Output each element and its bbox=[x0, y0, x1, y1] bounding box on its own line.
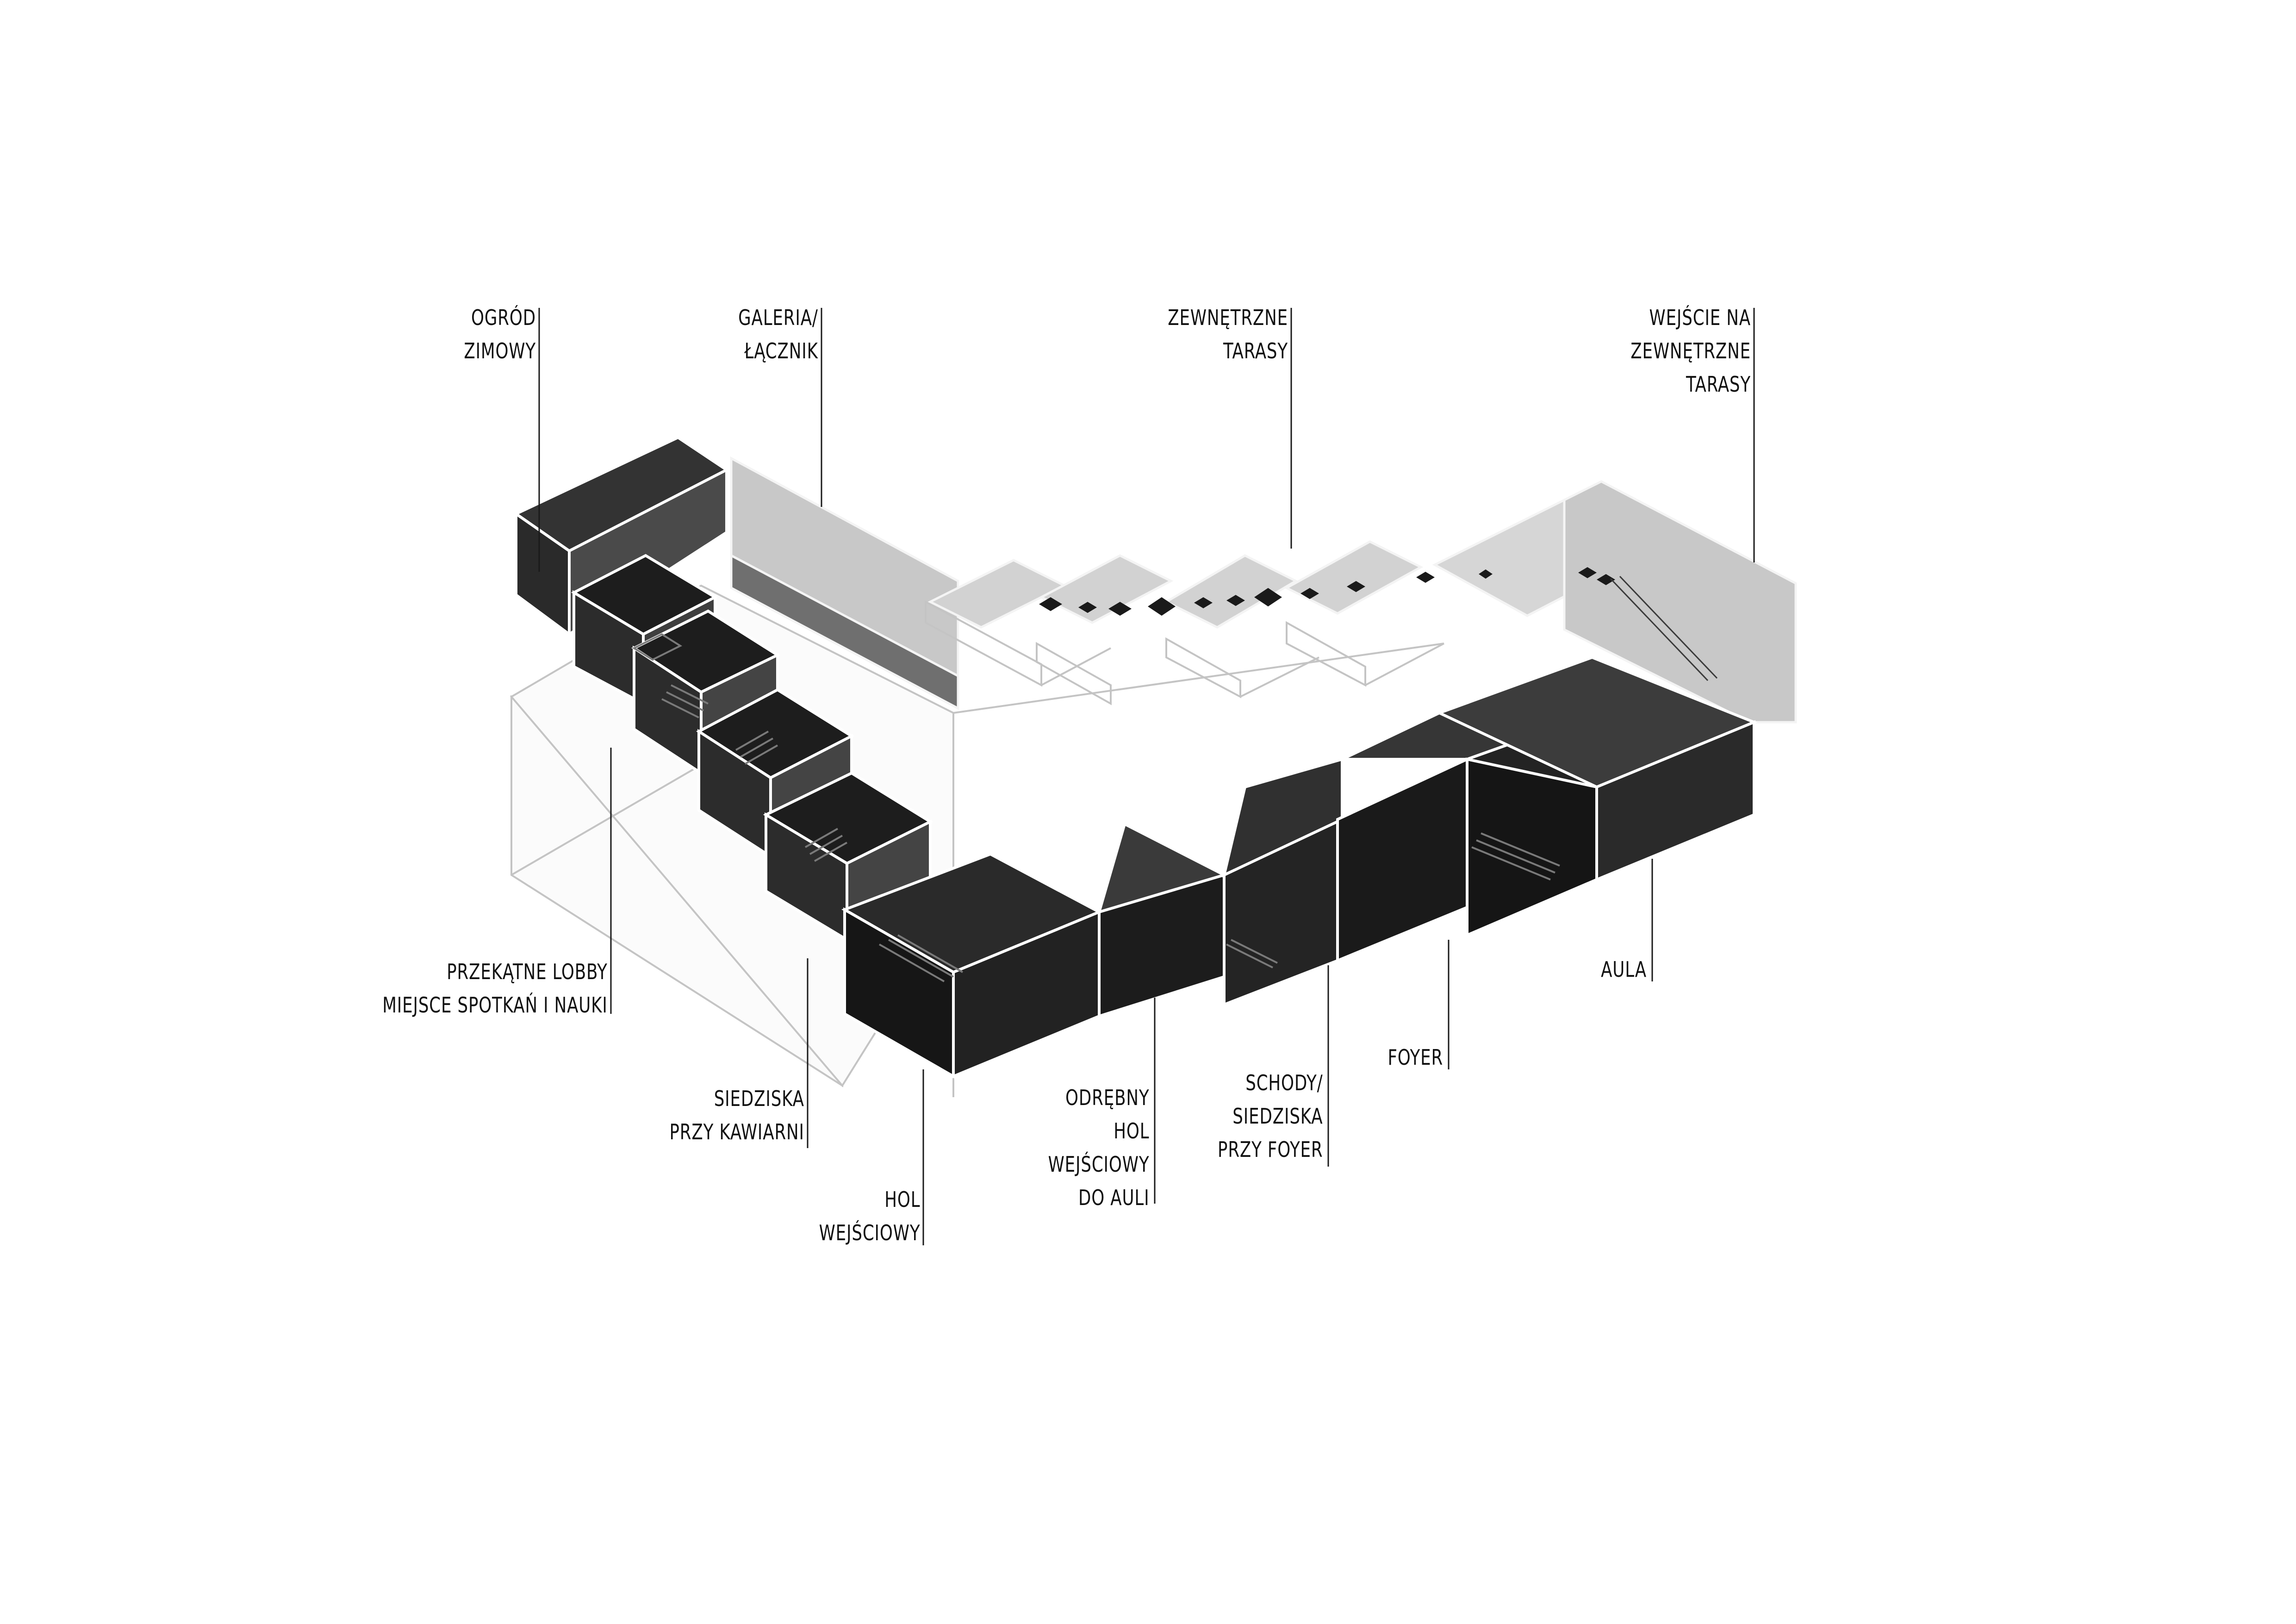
label-siedziska-kawiarnia: SIEDZISKA PRZY KAWIARNI bbox=[670, 1082, 804, 1149]
label-line: DO AULI bbox=[1078, 1185, 1149, 1210]
label-przekatne-lobby: PRZEKĄTNE LOBBY MIEJSCE SPOTKAŃ I NAUKI bbox=[382, 955, 608, 1022]
label-line: TARASY bbox=[1686, 372, 1751, 397]
label-line: ODRĘBNY bbox=[1065, 1085, 1149, 1110]
diagonal-lobby-volumes bbox=[571, 554, 933, 943]
label-line: OGRÓD bbox=[471, 305, 536, 330]
label-line: HOL bbox=[1113, 1118, 1149, 1143]
label-zewnetrzne-tarasy: ZEWNĘTRZNE TARASY bbox=[1168, 301, 1288, 368]
label-line: FOYER bbox=[1388, 1045, 1443, 1070]
label-line: WEJŚCIOWY bbox=[819, 1220, 920, 1245]
label-line: WEJŚCIOWY bbox=[1048, 1152, 1149, 1177]
terrace-ghost-boxes bbox=[925, 600, 1444, 706]
label-line: PRZY FOYER bbox=[1217, 1137, 1323, 1162]
main-volumes bbox=[841, 656, 1758, 1079]
ghost-base-volume bbox=[510, 584, 1444, 1097]
label-hol-wejsciowy: HOL WEJŚCIOWY bbox=[819, 1183, 920, 1249]
label-line: PRZY KAWIARNI bbox=[669, 1119, 804, 1144]
label-line: GALERIA/ bbox=[738, 305, 818, 330]
interior-stairs bbox=[632, 633, 1560, 982]
label-line: MIEJSCE SPOTKAŃ I NAUKI bbox=[382, 993, 608, 1018]
label-line: PRZEKĄTNE LOBBY bbox=[447, 959, 608, 984]
label-line: SIEDZISKA bbox=[714, 1086, 804, 1111]
label-galeria-lacznik: GALERIA/ ŁĄCZNIK bbox=[738, 301, 818, 368]
label-line: ZEWNĘTRZNE bbox=[1168, 305, 1288, 330]
label-line: TARASY bbox=[1223, 338, 1288, 363]
label-line: SCHODY/ bbox=[1245, 1070, 1323, 1095]
terrace-access-stair bbox=[1610, 575, 1718, 681]
label-line: ŁĄCZNIK bbox=[744, 338, 818, 363]
exterior-terraces bbox=[730, 456, 1797, 724]
label-schody-siedziska: SCHODY/ SIEDZISKA PRZY FOYER bbox=[1218, 1066, 1323, 1166]
label-line: AULA bbox=[1601, 957, 1647, 982]
label-odrebny-hol: ODRĘBNY HOL WEJŚCIOWY DO AULI bbox=[1048, 1081, 1149, 1214]
label-aula: AULA bbox=[1601, 953, 1647, 986]
label-line: HOL bbox=[884, 1187, 920, 1212]
label-ogrod-zimowy: OGRÓD ZIMOWY bbox=[464, 301, 536, 368]
label-line: ZIMOWY bbox=[464, 338, 536, 363]
leader-lines bbox=[538, 308, 1755, 1245]
label-line: ZEWNĘTRZNE bbox=[1630, 338, 1751, 363]
label-wejscie-na-tarasy: WEJŚCIE NA ZEWNĘTRZNE TARASY bbox=[1630, 301, 1751, 401]
terrace-openings bbox=[1039, 567, 1615, 616]
label-line: WEJŚCIE NA bbox=[1649, 305, 1751, 330]
label-foyer: FOYER bbox=[1388, 1041, 1443, 1074]
label-line: SIEDZISKA bbox=[1232, 1104, 1323, 1129]
